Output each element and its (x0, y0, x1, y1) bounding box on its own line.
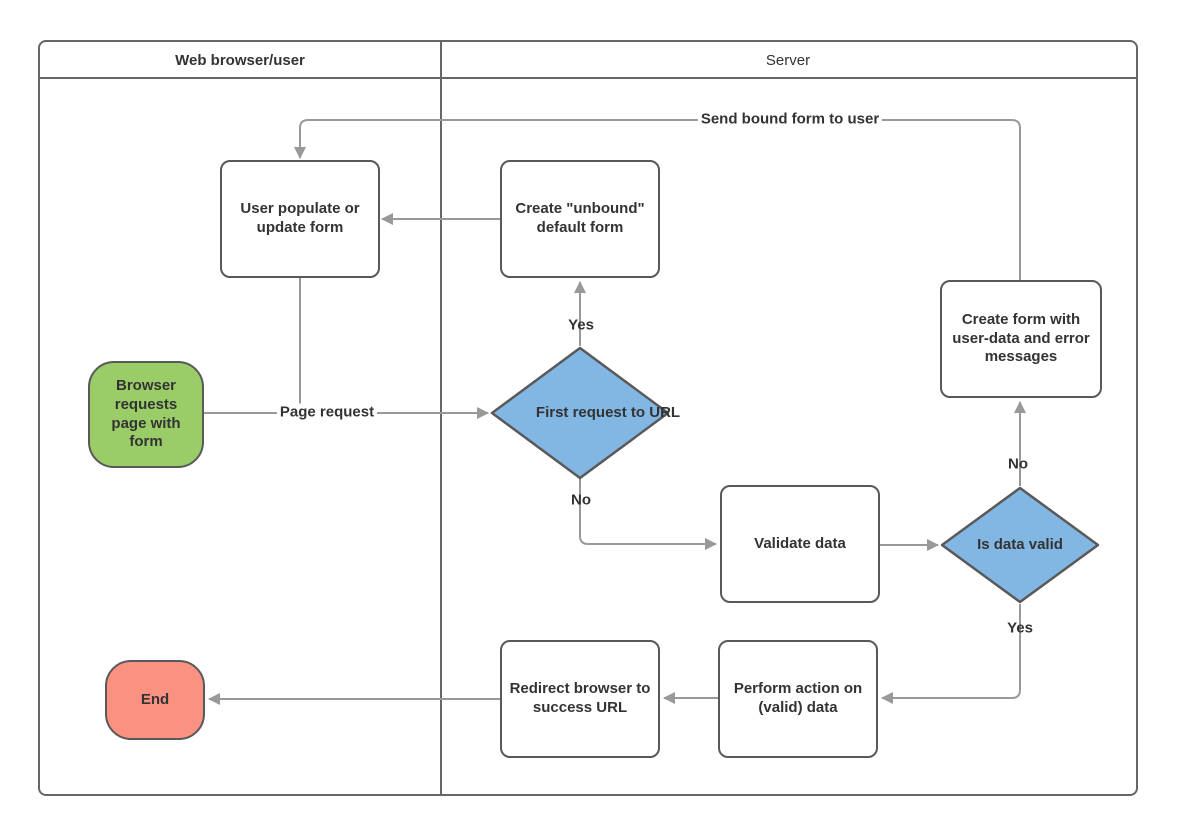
lane-title-web-browser-user: Web browser/user (175, 52, 305, 69)
edge-label-first-request-yes: Yes (568, 316, 594, 334)
lane-title-server: Server (765, 52, 811, 69)
is-data-valid-diamond-shape (940, 486, 1100, 604)
edge-label-send-bound-form: Send bound form to user (697, 110, 883, 128)
swimlane-header-row (40, 42, 1136, 79)
first-request-diamond-label: First request to URL (535, 403, 681, 421)
first-request-diamond-shape (490, 346, 670, 480)
node-create-unbound-default-form: Create "unbound" default form (500, 160, 660, 278)
edge-label-is-valid-no: No (1008, 455, 1028, 473)
node-browser-requests-page-with-form: Browser requests page with form (88, 361, 204, 468)
node-is-data-valid: Is data valid (940, 486, 1100, 604)
node-end: End (105, 660, 205, 740)
node-user-populate-or-update-form: User populate or update form (220, 160, 380, 278)
node-redirect-browser-to-success-url: Redirect browser to success URL (500, 640, 660, 758)
edge-label-is-valid-yes: Yes (1007, 619, 1033, 637)
node-first-request-to-url: First request to URL (490, 346, 680, 480)
swimlane-pool: Web browser/user Server (38, 40, 1138, 796)
node-create-form-with-user-data: Create form with user-data and error mes… (940, 280, 1102, 398)
edge-label-page-request: Page request (276, 403, 378, 421)
node-perform-action-on-valid-data: Perform action on (valid) data (718, 640, 878, 758)
lane-divider (440, 42, 442, 794)
edge-label-first-request-no: No (571, 491, 591, 509)
is-data-valid-diamond-label: Is data valid (977, 535, 1063, 553)
node-validate-data: Validate data (720, 485, 880, 603)
